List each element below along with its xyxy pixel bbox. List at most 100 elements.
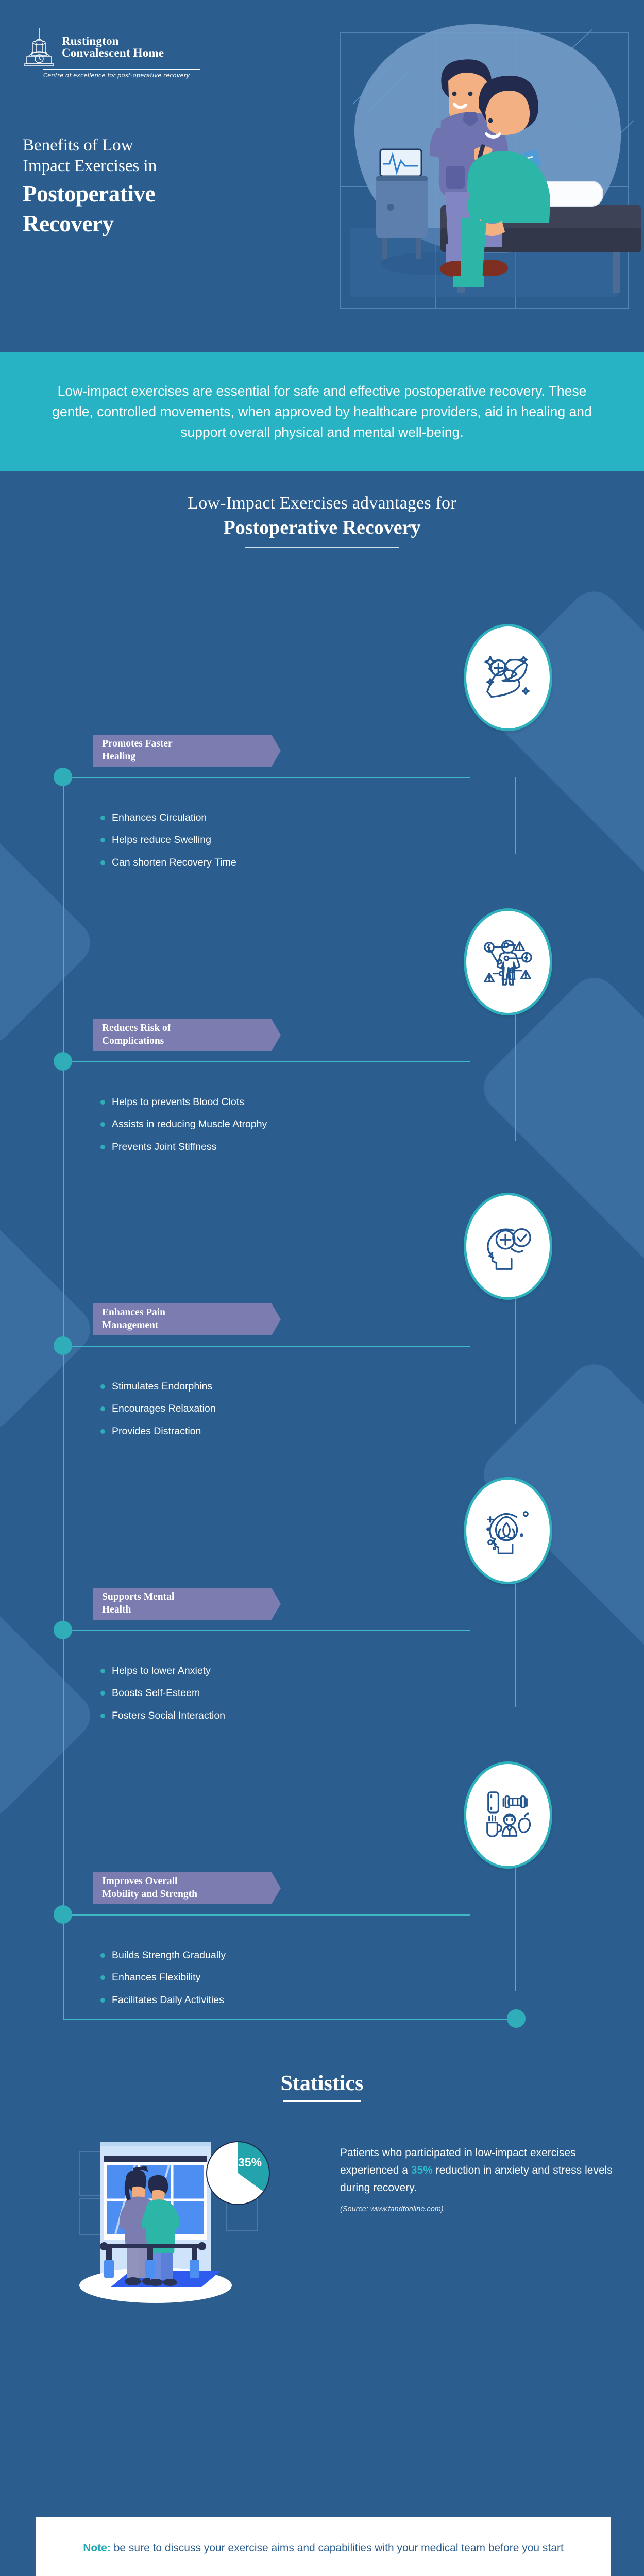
bullet-item: Can shorten Recovery Time <box>100 857 420 868</box>
bullet-text: Helps reduce Swelling <box>112 834 211 846</box>
benefit-label-line2: Healing <box>102 751 136 762</box>
bullet-dot-icon <box>100 816 105 820</box>
timeline-connector <box>63 1061 470 1062</box>
benefit-label: Enhances Pain Management <box>93 1303 281 1335</box>
timeline-node <box>54 768 72 786</box>
bullet-text: Prevents Joint Stiffness <box>112 1141 217 1153</box>
bullet-text: Encourages Relaxation <box>112 1403 216 1415</box>
bullet-item: Facilitates Daily Activities <box>100 1994 420 2006</box>
benefit-bullet-list: Helps to prevents Blood Clots Assists in… <box>100 1096 420 1153</box>
benefit-bullet-list: Builds Strength Gradually Enhances Flexi… <box>100 1950 420 2006</box>
timeline-drop <box>515 777 516 854</box>
bullet-dot-icon <box>100 838 105 843</box>
timeline-end-node <box>507 2009 526 2028</box>
benefit-label: Improves Overall Mobility and Strength <box>93 1872 281 1904</box>
brand-divider <box>43 69 200 70</box>
benefit-label-line2: Complications <box>102 1036 164 1046</box>
timeline-drop <box>515 986 516 1141</box>
timeline-node <box>54 1621 72 1639</box>
bullet-dot-icon <box>100 1100 105 1105</box>
clock-tower-icon <box>24 28 54 66</box>
benefit-label: Reduces Risk of Complications <box>93 1019 281 1051</box>
statistics-underline <box>283 2100 361 2102</box>
bullet-item: Boosts Self-Esteem <box>100 1687 420 1699</box>
bullet-text: Enhances Flexibility <box>112 1972 201 1984</box>
body-risk-warning-points-icon <box>464 908 552 1015</box>
header-section: Rustington Convalescent Home Centre of e… <box>0 0 644 348</box>
bullet-text: Facilitates Daily Activities <box>112 1994 224 2006</box>
bullet-dot-icon <box>100 1975 105 1980</box>
timeline-connector <box>63 1346 470 1347</box>
section-heading: Low-Impact Exercises advantages for Post… <box>0 494 644 548</box>
benefit-label-line1: Improves Overall <box>102 1876 178 1887</box>
note-body: be sure to discuss your exercise aims an… <box>110 2542 564 2554</box>
intro-text: Low-impact exercises are essential for s… <box>52 383 592 440</box>
bullet-item: Enhances Circulation <box>100 812 420 823</box>
page-title-line2: Impact Exercises in <box>23 157 157 176</box>
bullet-dot-icon <box>100 1953 105 1958</box>
benefit-bullet-list: Helps to lower Anxiety Boosts Self-Estee… <box>100 1665 420 1721</box>
page-title-bold1: Postoperative <box>23 180 156 207</box>
head-with-lotus-mindfulness-icon <box>464 1477 552 1584</box>
brand-name-line1: Rustington <box>62 34 119 47</box>
statistics-text-part2: reduction in anxiety and stress levels d… <box>340 2164 613 2194</box>
statistics-content: 35% Patients who participated in low-imp… <box>0 2133 644 2303</box>
bullet-text: Provides Distraction <box>112 1425 201 1437</box>
benefits-section: Low-Impact Exercises advantages for Post… <box>0 471 644 2061</box>
hand-holding-leaf-and-medical-cross-icon <box>464 624 552 731</box>
statistics-text-part1: Patients who participated in low-impact … <box>340 2147 576 2177</box>
bullet-item: Prevents Joint Stiffness <box>100 1141 420 1153</box>
brand-name-line2: Convalescent Home <box>62 46 164 59</box>
bullet-text: Stimulates Endorphins <box>112 1381 213 1392</box>
timeline-connector <box>63 1630 470 1631</box>
bullet-item: Builds Strength Gradually <box>100 1950 420 1961</box>
bullet-dot-icon <box>100 1669 105 1673</box>
bullet-item: Helps to prevents Blood Clots <box>100 1096 420 1108</box>
bullet-text: Boosts Self-Esteem <box>112 1687 200 1699</box>
statistics-pie-chart: 35% <box>206 2141 270 2205</box>
page-title-line1: Benefits of Low <box>23 136 133 155</box>
bullet-text: Helps to prevents Blood Clots <box>112 1096 244 1108</box>
bullet-item: Stimulates Endorphins <box>100 1381 420 1392</box>
bullet-dot-icon <box>100 1122 105 1127</box>
statistics-percent-highlight: 35% <box>411 2164 433 2177</box>
timeline-drop <box>515 1553 516 1707</box>
statistics-heading: Statistics <box>0 2071 644 2102</box>
page-title-bold2: Recovery <box>23 210 114 236</box>
therapist-assisting-patient-with-parallel-bars-illustration <box>72 2133 278 2303</box>
bullet-item: Fosters Social Interaction <box>100 1710 420 1721</box>
timeline <box>0 471 644 2061</box>
timeline-connector <box>63 2019 516 2020</box>
benefit-label-line1: Supports Mental <box>102 1591 175 1603</box>
bullet-item: Provides Distraction <box>100 1426 420 1437</box>
timeline-connector <box>63 1914 470 1916</box>
note-text: Note: be sure to discuss your exercise a… <box>58 2540 589 2556</box>
benefit-label-line1: Enhances Pain <box>102 1307 165 1318</box>
benefit-label-line1: Promotes Faster <box>102 738 173 750</box>
brand-logo: Rustington Convalescent Home Centre of e… <box>22 27 202 79</box>
bullet-item: Encourages Relaxation <box>100 1403 420 1414</box>
timeline-drop <box>515 1836 516 1991</box>
section-heading-thin: Low-Impact Exercises advantages for <box>188 494 456 513</box>
dumbbell-apple-mug-person-wellness-icon <box>464 1761 552 1869</box>
bullet-dot-icon <box>100 1691 105 1696</box>
statistics-description: Patients who participated in low-impact … <box>340 2144 613 2197</box>
timeline-spine <box>63 777 64 2020</box>
hero-illustration <box>325 11 644 331</box>
timeline-node <box>54 1336 72 1355</box>
bullet-item: Helps reduce Swelling <box>100 834 420 845</box>
bullet-dot-icon <box>100 1713 105 1718</box>
timeline-node <box>54 1052 72 1071</box>
brand-tagline: Centre of excellence for post-operative … <box>43 71 190 79</box>
timeline-drop <box>515 1269 516 1424</box>
benefit-label: Supports Mental Health <box>93 1588 281 1620</box>
benefit-label-line1: Reduces Risk of <box>102 1023 171 1034</box>
timeline-node <box>54 1905 72 1924</box>
bullet-text: Assists in reducing Muscle Atrophy <box>112 1118 267 1130</box>
bullet-text: Fosters Social Interaction <box>112 1709 226 1721</box>
note-box: Note: be sure to discuss your exercise a… <box>36 2517 611 2576</box>
benefit-bullet-list: Enhances Circulation Helps reduce Swelli… <box>100 812 420 868</box>
benefit-label: Promotes Faster Healing <box>93 735 281 767</box>
bullet-text: Can shorten Recovery Time <box>112 856 236 868</box>
